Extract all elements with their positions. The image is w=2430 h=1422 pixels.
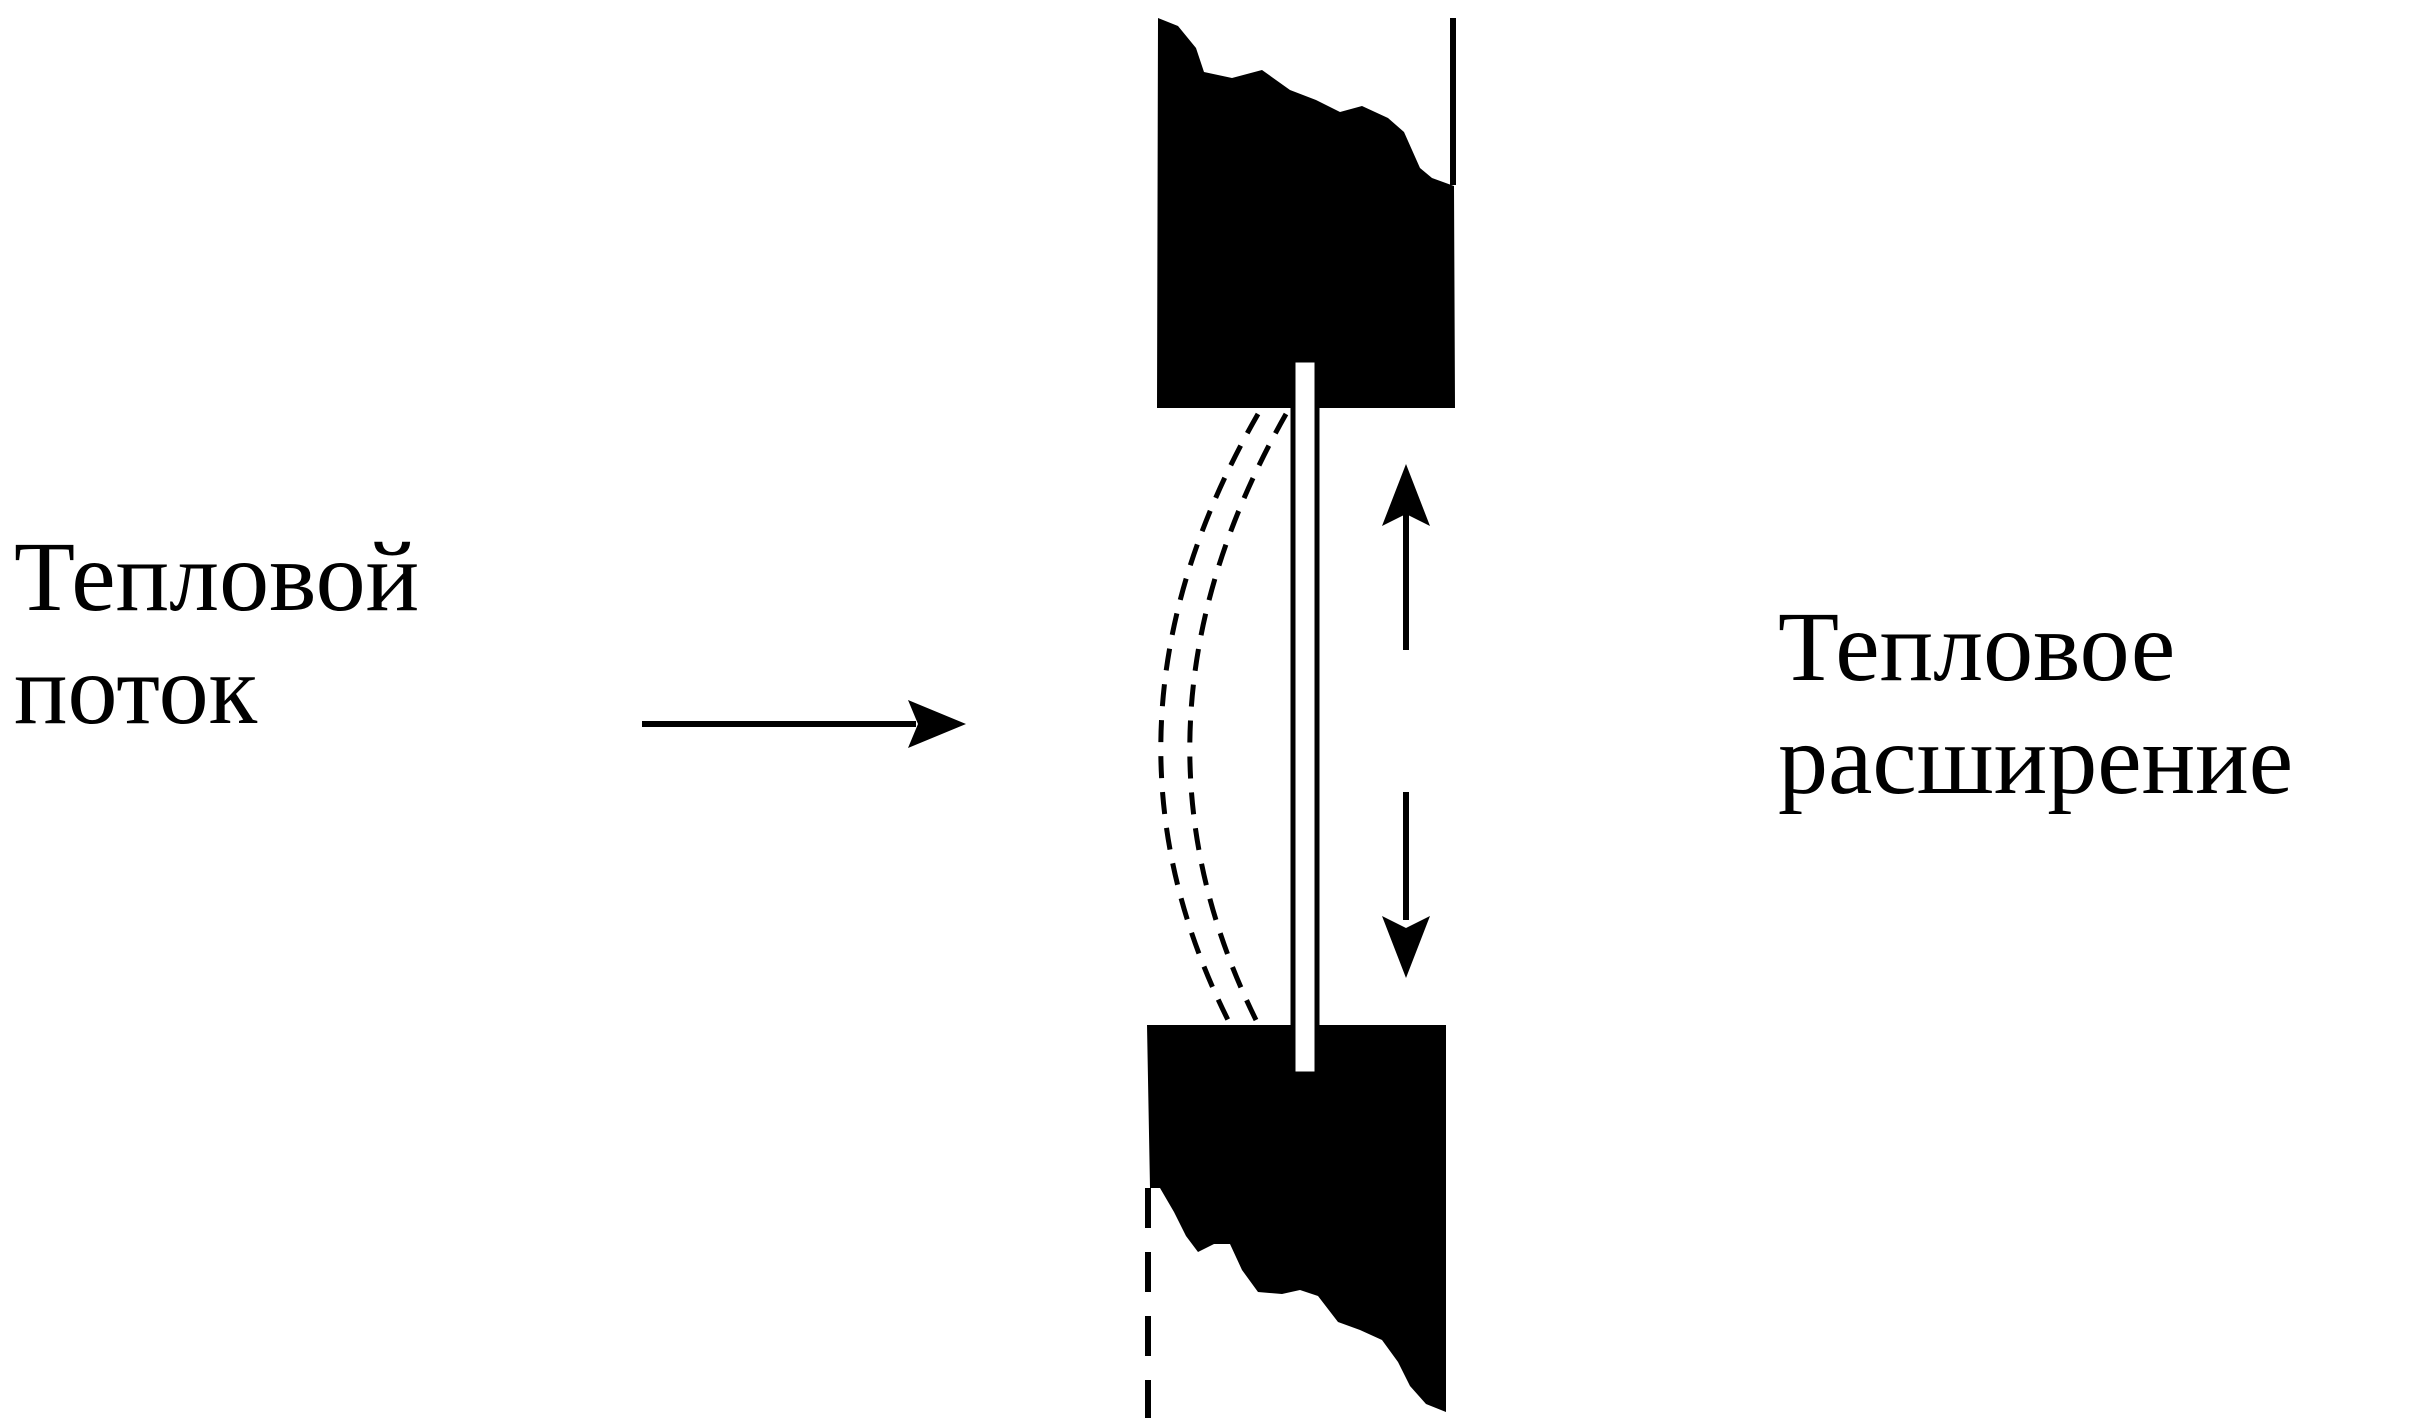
heat-flow-label-line-2: поток <box>14 634 258 745</box>
heat-flow-label-line-1: Тепловой <box>14 521 420 632</box>
heat-flow-label: Тепловой поток <box>14 520 419 746</box>
thermal-expansion-label: Тепловое расширение <box>1778 590 2293 816</box>
heat-flow-arrowhead <box>908 700 966 748</box>
expansion-up-arrowhead <box>1382 464 1430 526</box>
thermal-expansion-label-line-2: расширение <box>1778 704 2294 815</box>
expansion-down-arrowhead <box>1382 916 1430 978</box>
lower-support-block <box>1147 1025 1446 1412</box>
thermal-expansion-label-line-1: Тепловое <box>1778 591 2176 702</box>
buckled-rod-outline-outer <box>1158 412 1261 1022</box>
upper-support-block <box>1157 18 1455 408</box>
rod <box>1290 357 1320 1077</box>
buckled-rod-outline-inner <box>1187 412 1289 1022</box>
